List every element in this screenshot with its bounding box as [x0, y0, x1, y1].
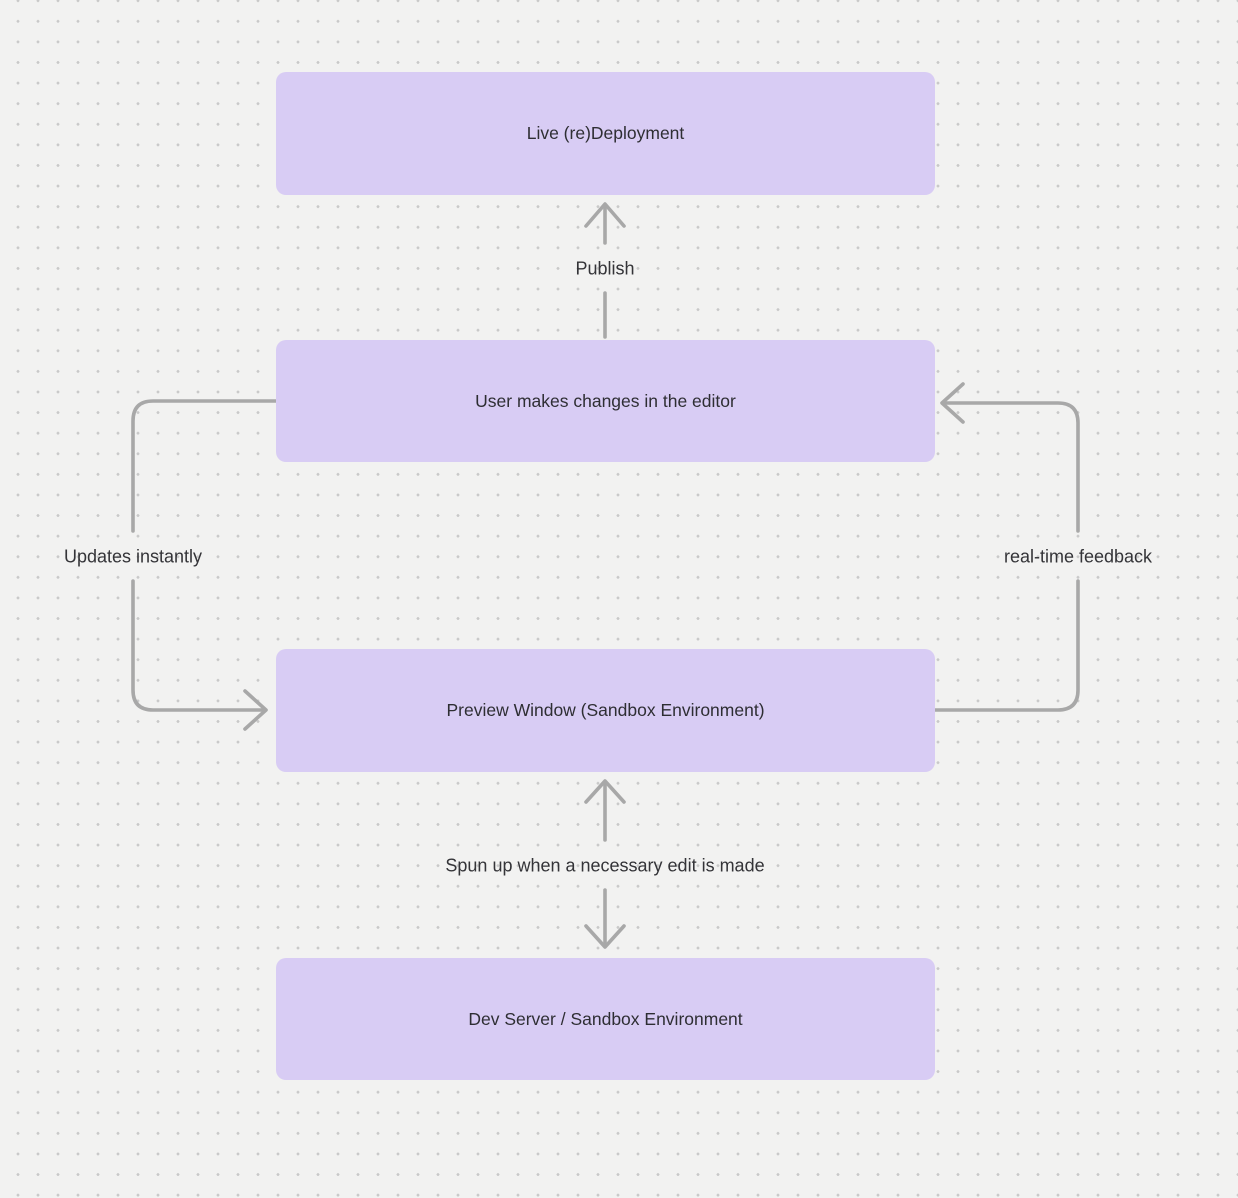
- node-label: Live (re)Deployment: [526, 123, 685, 144]
- node-label: User makes changes in the editor: [475, 390, 736, 411]
- node-preview-window: Preview Window (Sandbox Environment): [276, 649, 935, 772]
- arrowhead-up-icon: [584, 202, 626, 228]
- updates-instantly-arrow-top: [131, 399, 278, 533]
- arrowhead-right-icon: [243, 689, 268, 731]
- edge-label-updates-instantly: Updates instantly: [63, 546, 203, 567]
- node-dev-server: Dev Server / Sandbox Environment: [276, 958, 935, 1080]
- edge-label-spun-up: Spun up when a necessary edit is made: [445, 855, 765, 876]
- real-time-feedback-arrow-top: [943, 401, 1080, 533]
- node-live-redeployment: Live (re)Deployment: [276, 72, 935, 195]
- arrowhead-up-icon: [584, 779, 626, 804]
- node-label: Dev Server / Sandbox Environment: [468, 1008, 743, 1029]
- arrowhead-down-icon: [584, 924, 626, 949]
- updates-instantly-arrow-bottom: [131, 579, 265, 712]
- node-label: Preview Window (Sandbox Environment): [446, 700, 765, 721]
- edge-label-real-time-feedback: real-time feedback: [1003, 546, 1153, 567]
- arrowhead-left-icon: [940, 382, 965, 424]
- edge-label-publish: Publish: [575, 258, 635, 279]
- real-time-feedback-arrow-bottom: [933, 579, 1080, 712]
- node-user-editor: User makes changes in the editor: [276, 340, 935, 462]
